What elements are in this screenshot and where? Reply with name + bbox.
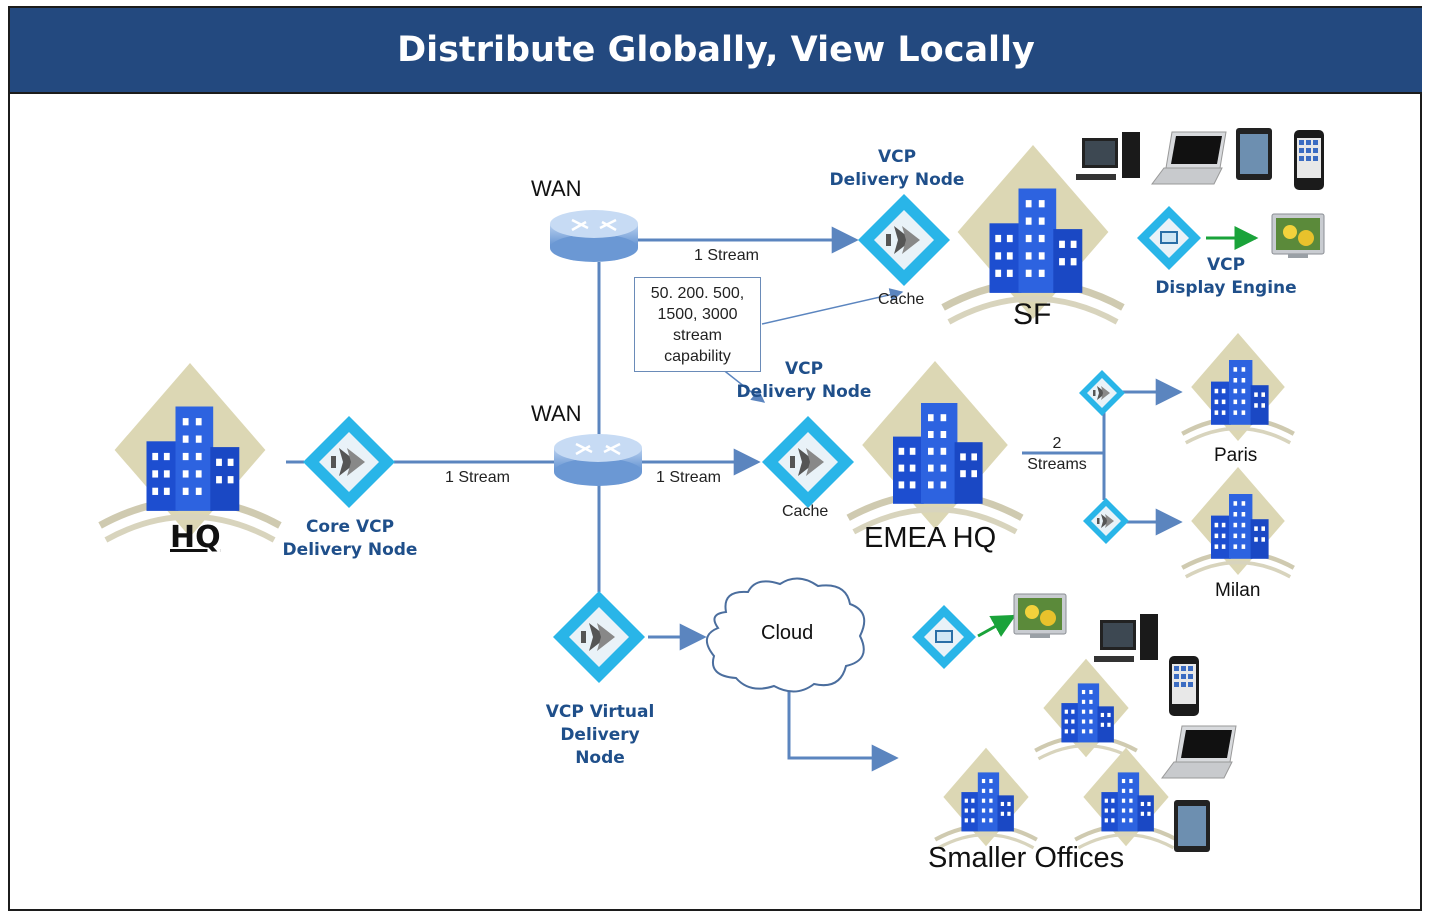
sf-delivery-node-icon xyxy=(858,194,950,286)
laptop-icon xyxy=(1161,725,1237,779)
stream-capability-callout: 50. 200. 500, 1500, 3000 stream capabili… xyxy=(634,277,761,372)
display-engine-label: VCP Display Engine xyxy=(1155,255,1297,298)
cloud-label: Cloud xyxy=(761,622,814,644)
title-banner: Distribute Globally, View Locally xyxy=(10,8,1422,94)
phone-icon xyxy=(1294,130,1324,190)
hq-stream-label: 1 Stream xyxy=(445,469,510,486)
desktop-icon xyxy=(1076,132,1140,180)
emea-cache-label: Cache xyxy=(782,503,829,520)
office-building-icon xyxy=(935,748,1037,848)
sf-cache-label: Cache xyxy=(878,291,925,308)
cloud-icon xyxy=(706,577,866,693)
core-delivery-node-icon xyxy=(303,416,395,508)
virtual-delivery-node-icon xyxy=(553,591,645,683)
milan-node-icon xyxy=(1083,498,1129,544)
hq-building-icon xyxy=(100,363,280,540)
phone-icon xyxy=(1169,656,1199,716)
tablet-icon xyxy=(1236,128,1272,180)
milan-label: Milan xyxy=(1215,580,1261,601)
office-building-icon xyxy=(1075,748,1177,848)
hq-label: HQ xyxy=(170,520,221,555)
wan-mid-label: WAN xyxy=(531,401,582,426)
router-mid-icon xyxy=(554,434,642,486)
smaller-offices-label: Smaller Offices xyxy=(928,842,1125,874)
sf-label: SF xyxy=(1013,298,1052,331)
display-screen-icon xyxy=(1271,213,1325,259)
desktop-icon xyxy=(1094,614,1158,662)
connectors xyxy=(286,226,1183,772)
paris-building-icon xyxy=(1182,333,1294,443)
emea-label: EMEA HQ xyxy=(864,522,997,554)
paris-label: Paris xyxy=(1214,445,1258,466)
offices-display-arrow xyxy=(977,614,1017,638)
tablet-icon xyxy=(1174,800,1210,852)
router-top-icon xyxy=(550,210,638,262)
emea-stream-label: 1 Stream xyxy=(656,469,721,486)
laptop-icon xyxy=(1151,131,1227,185)
branch-streams-label: 2 Streams xyxy=(1027,435,1087,473)
virtual-delivery-node-label: VCP Virtual Delivery Node xyxy=(545,702,655,768)
sf-stream-label: 1 Stream xyxy=(694,247,759,264)
display-screen-icon xyxy=(1013,593,1067,639)
page-title: Distribute Globally, View Locally xyxy=(397,30,1035,70)
office-building-icon xyxy=(1035,659,1137,759)
sf-delivery-node-label: VCP Delivery Node xyxy=(829,147,965,190)
link-cloud-offices xyxy=(787,692,899,772)
emea-delivery-node-label: VCP Delivery Node xyxy=(736,359,872,402)
core-delivery-node-label: Core VCP Delivery Node xyxy=(282,517,418,560)
wan-top-label: WAN xyxy=(531,176,582,201)
paris-node-icon xyxy=(1079,370,1125,416)
milan-building-icon xyxy=(1182,467,1294,577)
emea-delivery-node-icon xyxy=(762,416,854,508)
offices-display-engine-icon xyxy=(912,605,976,669)
